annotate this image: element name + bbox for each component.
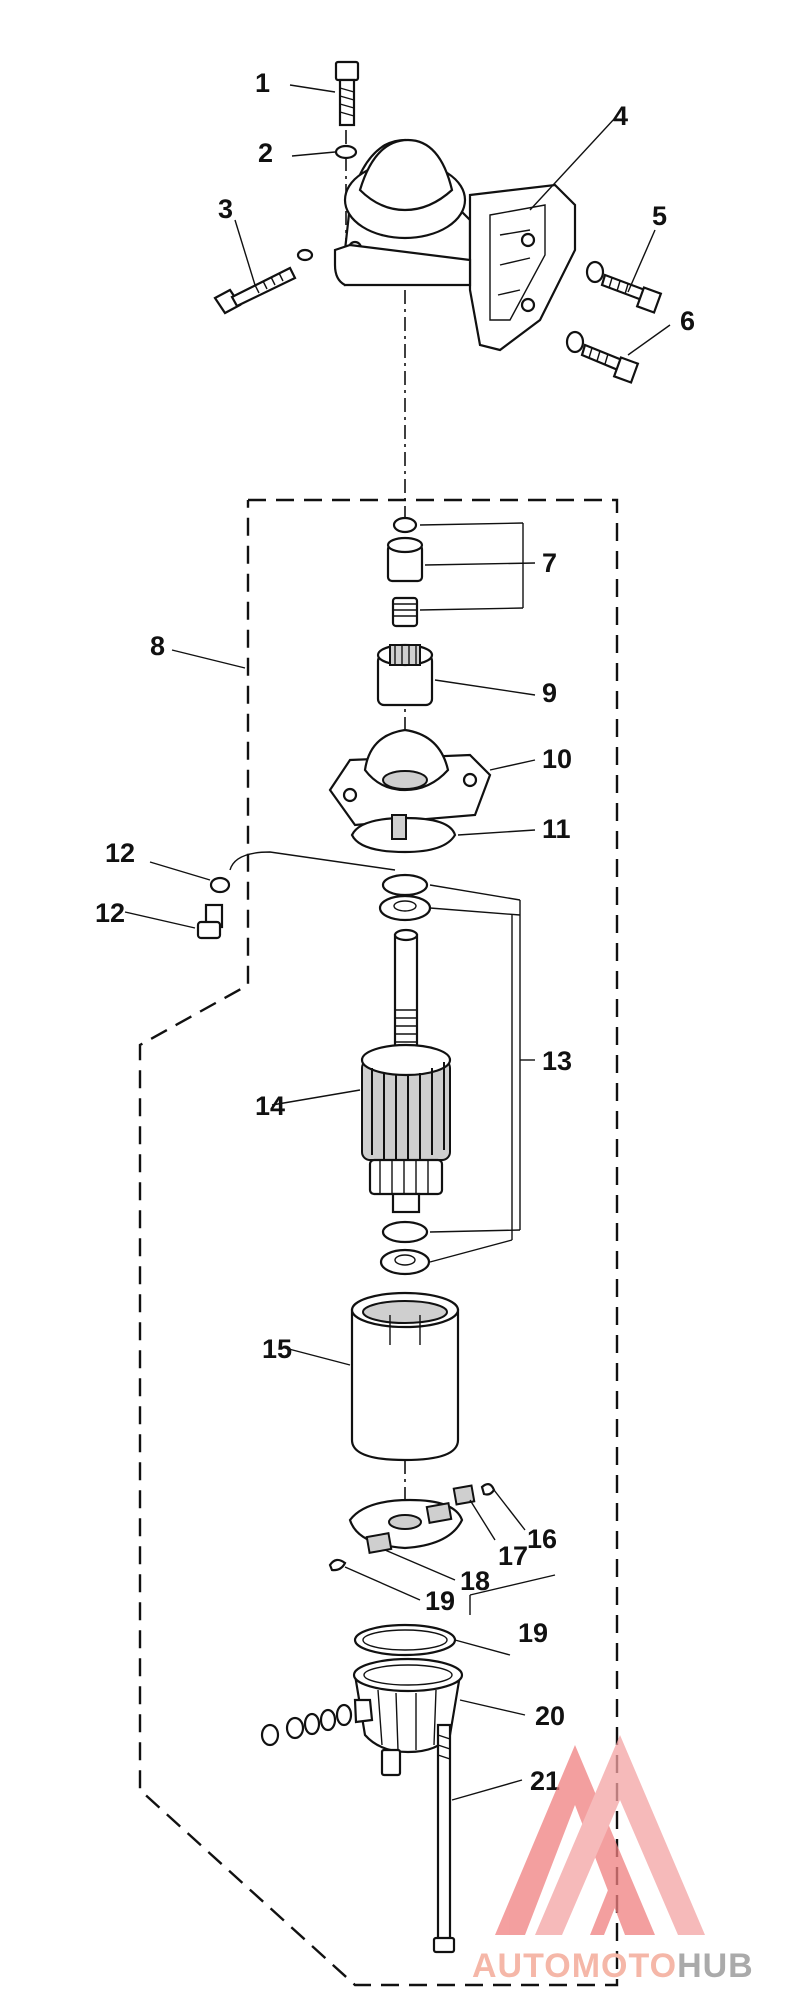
washer-18	[296, 248, 314, 262]
assembly-boundary	[138, 498, 619, 1987]
callout-9: 19	[518, 1618, 548, 1648]
callout-17: 4	[613, 101, 628, 131]
pinion-drive-3	[376, 643, 434, 707]
callout-3: 9	[542, 678, 557, 708]
callout-7: 14	[255, 1091, 285, 1121]
end-cap-13	[352, 1657, 464, 1777]
callout-18: 3	[218, 194, 233, 224]
screw-15-leader-path	[229, 851, 396, 871]
through-bolt-14	[432, 1723, 456, 1954]
callout-4: 10	[542, 744, 572, 774]
part-2-parts	[386, 516, 424, 628]
callout-2: 7	[542, 548, 557, 578]
armature-7	[360, 928, 452, 1214]
callout-12-upper: 16	[527, 1524, 557, 1554]
callout-12-lower: 19	[425, 1586, 455, 1616]
callout-14: 21	[530, 1766, 560, 1796]
callout-20: 1	[255, 68, 270, 98]
washer-16	[209, 876, 231, 894]
field-frame-8	[350, 1291, 460, 1462]
brush-plate-9	[348, 1498, 464, 1554]
brush-clip-12-lower	[328, 1558, 347, 1572]
callout-10: 17	[498, 1541, 528, 1571]
callout-8: 15	[262, 1334, 292, 1364]
seal-ring-9	[353, 1623, 457, 1657]
watermark-logo	[495, 1735, 705, 1935]
watermark-g-icon	[590, 1860, 650, 1935]
callout-11: 18	[460, 1566, 490, 1596]
washer-21	[334, 144, 358, 160]
leader-lines	[124, 84, 671, 1801]
callout-6: 13	[542, 1046, 572, 1076]
callout-21: 2	[258, 138, 273, 168]
callout-5: 11	[542, 814, 571, 844]
callout-1: 8	[150, 631, 165, 661]
callout-numbers: 1 2 3 4 5 6 7 8 9 10 11 12 12 13 14 15 1…	[95, 68, 695, 1796]
watermark-text-automoto: AUTOMOTO	[472, 1947, 677, 1985]
watermark-m-icon	[535, 1735, 705, 1935]
brush-10	[452, 1484, 476, 1506]
callout-13: 20	[535, 1701, 565, 1731]
brush-clip-12-upper	[480, 1483, 496, 1496]
callout-19-lower: 6	[680, 306, 695, 336]
thrust-washers-lower	[379, 1220, 431, 1276]
thrust-washers-upper	[378, 873, 432, 922]
brush-springs	[260, 1703, 353, 1747]
drive-end-housing-4	[328, 728, 492, 827]
watermark-text: AUTOMOTOHUB	[472, 1947, 754, 1985]
seal-5	[350, 814, 457, 854]
bolt-19-upper	[585, 260, 663, 314]
callout-19-upper: 5	[652, 201, 667, 231]
bolt-20	[334, 60, 360, 127]
bolt-18	[213, 266, 297, 315]
watermark-text-hub: HUB	[677, 1947, 754, 1985]
screw-15	[196, 903, 224, 940]
mounting-bracket	[333, 138, 577, 352]
bolt-19-lower	[565, 330, 640, 384]
callout-16: 12	[105, 838, 135, 868]
callout-15: 12	[95, 898, 125, 928]
